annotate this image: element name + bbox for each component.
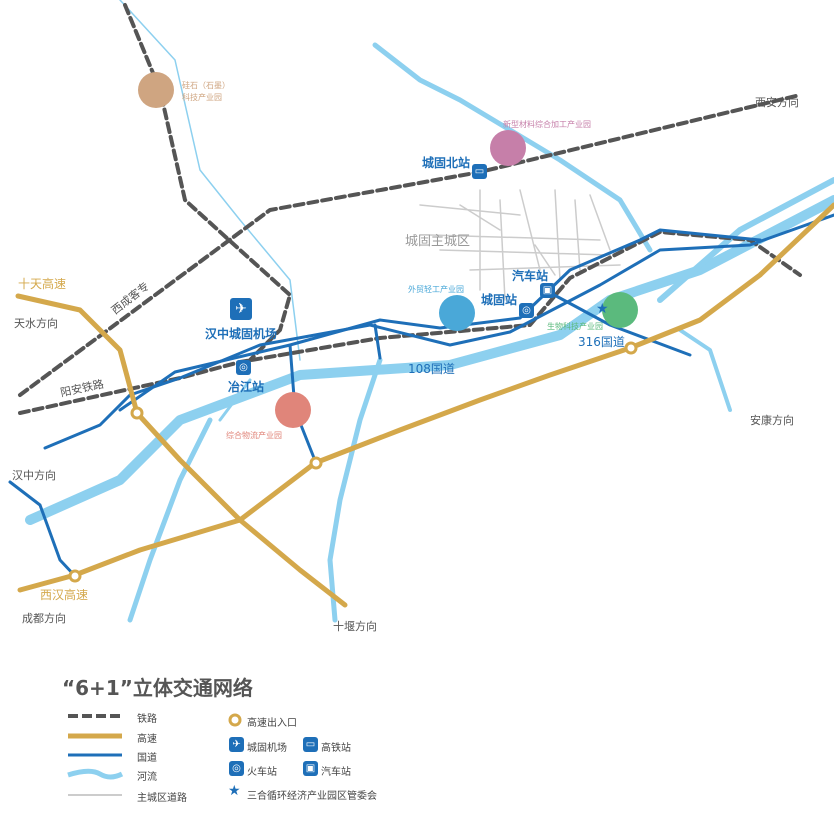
legend-rail: 铁路 — [137, 714, 157, 725]
dir-shiyan: 十堰方向 — [333, 620, 377, 633]
park-label: 新型材料综合加工产业园 — [503, 120, 591, 129]
legend-urban-road: 主城区道路 — [137, 793, 187, 804]
airport-icon: ✈ — [229, 737, 244, 752]
park-label: 外贸轻工产业园 — [408, 285, 464, 294]
legend-title: “6+1”立体交通网络 — [62, 676, 253, 700]
station-bus: 汽车站 — [512, 269, 549, 283]
urban-area-label: 城固主城区 — [405, 234, 471, 249]
shitian-highway — [15, 293, 348, 608]
park-materials — [490, 130, 526, 166]
station-airport: 汉中城固机场 — [205, 327, 278, 341]
label-g316: 316国道 — [578, 335, 625, 349]
legend-train: 火车站 — [247, 767, 277, 778]
train-station-icon: ◎ — [236, 360, 251, 375]
station-chenggu: 城固站 — [481, 293, 518, 307]
park-graphite — [138, 72, 174, 108]
legend-river: 河流 — [137, 772, 157, 783]
park-label: 综合物流产业园 — [226, 431, 282, 440]
dir-hanzhong: 汉中方向 — [12, 469, 56, 482]
north-rail — [123, 3, 292, 367]
park-trade — [439, 295, 475, 331]
park-label: 生物科技产业园 — [547, 322, 603, 331]
dir-chengdu: 成都方向 — [22, 612, 66, 625]
station-yejiang: 冶江站 — [228, 380, 265, 394]
committee-star-icon: ★ — [596, 301, 609, 317]
dir-tianshui: 天水方向 — [14, 317, 58, 330]
train-station-icon: ◎ — [519, 303, 534, 318]
park-label: 硅石（石墨） — [182, 81, 230, 90]
hsr-icon: ▭ — [472, 164, 487, 179]
legend-highway: 高速 — [137, 734, 157, 745]
bus-station-icon: ▣ — [540, 283, 555, 298]
train-station-icon: ◎ — [229, 761, 244, 776]
urban-roads — [419, 189, 621, 301]
hsr-icon: ▭ — [303, 737, 318, 752]
park-bio — [602, 292, 638, 328]
legend-national-road: 国道 — [137, 753, 157, 764]
legend-bus: 汽车站 — [321, 767, 351, 778]
bus-station-icon: ▣ — [303, 761, 318, 776]
rivers — [25, 0, 834, 623]
national-roads — [8, 213, 834, 578]
legend-swatches — [67, 713, 242, 796]
station-north: 城固北站 — [422, 156, 471, 170]
airport-icon: ✈ — [230, 298, 252, 320]
xicheng-rail — [18, 93, 802, 397]
legend-hsr: 高铁站 — [321, 743, 351, 754]
dir-ankang: 安康方向 — [750, 414, 794, 427]
xihan-highway — [17, 202, 834, 593]
legend-committee: 三合循环经济产业园区管委会 — [247, 791, 377, 802]
interchanges — [68, 341, 638, 583]
star-icon: ★ — [228, 783, 241, 799]
legend-interchange: 高速出入口 — [247, 718, 297, 729]
park-logistics — [275, 392, 311, 428]
legend-airport: 城固机场 — [247, 743, 287, 754]
highways — [15, 202, 834, 608]
parks — [138, 72, 638, 428]
dir-xian: 西安方向 — [755, 96, 799, 109]
label-g108: 108国道 — [408, 362, 455, 376]
label-shitian: 十天高速 — [18, 277, 67, 291]
label-xihan: 西汉高速 — [40, 588, 89, 602]
park-label: 科技产业园 — [182, 93, 222, 102]
